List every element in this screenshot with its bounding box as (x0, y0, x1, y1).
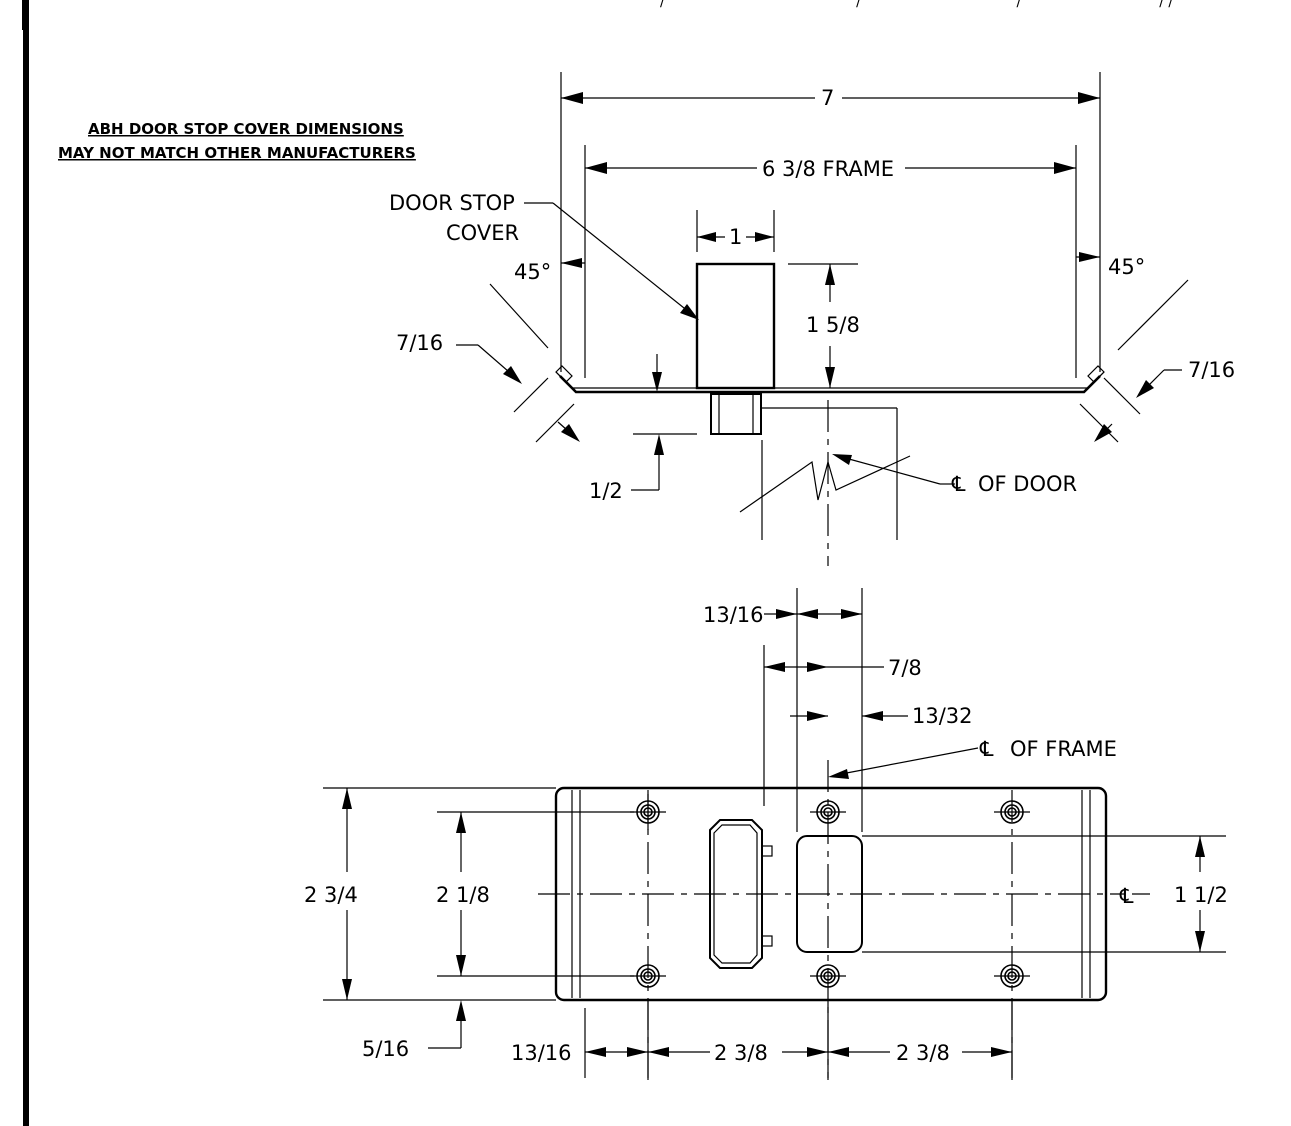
door-stop-cover (695, 262, 776, 390)
hole-top-right (994, 800, 1030, 824)
angle-left: 45° (514, 260, 551, 284)
dim-cover-height: 1 5/8 (806, 313, 860, 337)
hole-top-mid (810, 800, 846, 824)
hole-bottom-left (630, 964, 666, 988)
dim-spacing-2: 2 3/8 (896, 1041, 950, 1065)
note-line-1: ABH DOOR STOP COVER DIMENSIONS (88, 120, 404, 138)
dim-13-32: 13/32 (912, 704, 973, 728)
dim-cover-width: 1 (729, 225, 742, 249)
top-cutoff-text: / / / / / (660, 0, 1173, 10)
door-stop-label-1: DOOR STOP (389, 191, 515, 215)
door-stop-leader (552, 202, 695, 317)
dim-overall-height: 2 3/4 (304, 883, 358, 907)
frame-centerline-symbol: ℄ (979, 737, 994, 761)
mounting-block (710, 393, 762, 435)
dim-7-8: 7/8 (888, 656, 922, 680)
hole-bottom-mid (810, 964, 846, 988)
dim-edge-offset: 5/16 (362, 1037, 409, 1061)
dim-frame-width: 6 3/8 FRAME (762, 157, 894, 181)
door-centerline-symbol: ℄ (951, 472, 966, 496)
door-centerline-label: OF DOOR (978, 472, 1077, 496)
dim-overall-width: 7 (821, 86, 834, 110)
hole-bottom-right (994, 964, 1030, 988)
dim-spacing-1: 2 3/8 (714, 1041, 768, 1065)
plan-centerline-symbol: ℄ (1119, 884, 1134, 908)
door-stop-label-2: COVER (446, 221, 519, 245)
frame-centerline-label: OF FRAME (1010, 737, 1117, 761)
mounting-holes (630, 794, 1030, 988)
dim-flange-left: 7/16 (396, 331, 443, 355)
dim-window-height: 1 1/2 (1174, 883, 1228, 907)
dim-hole-spacing: 2 1/8 (436, 883, 490, 907)
angle-right: 45° (1108, 255, 1145, 279)
dim-flange-right: 7/16 (1188, 358, 1235, 382)
dim-13-16-bottom: 13/16 (511, 1041, 572, 1065)
note-line-2: MAY NOT MATCH OTHER MANUFACTURERS (58, 144, 416, 162)
dim-13-16-top: 13/16 (703, 603, 764, 627)
lock-cutout (709, 819, 763, 969)
centerline-window (796, 835, 863, 953)
dim-offset: 1/2 (589, 479, 623, 503)
hole-top-left (630, 794, 666, 830)
